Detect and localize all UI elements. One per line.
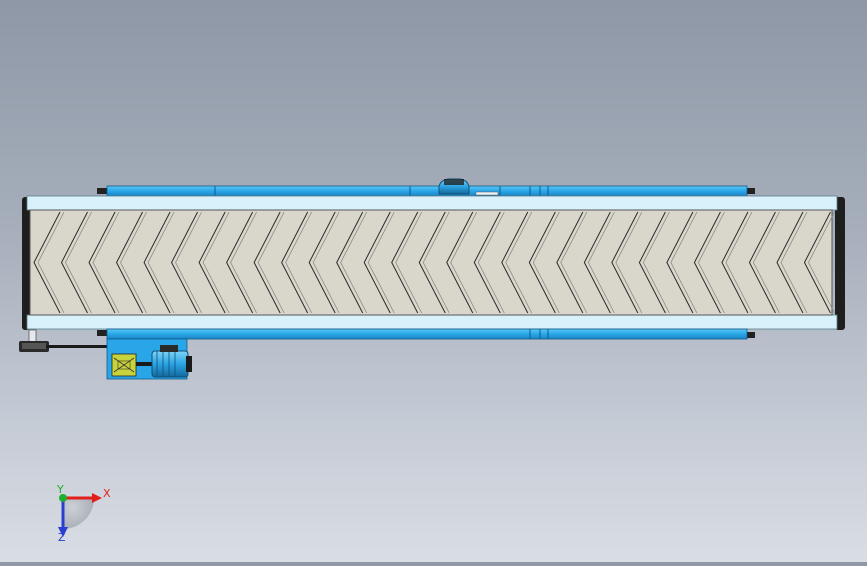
belt-chevron-shadow [477, 211, 505, 314]
electric-motor[interactable] [151, 345, 192, 378]
belt-chevron [803, 211, 831, 314]
belt-chevron [33, 211, 61, 314]
end-rollers[interactable] [22, 197, 845, 330]
belt-chevron [308, 211, 336, 314]
belt-chevron [501, 211, 529, 314]
belt-chevron-shadow [587, 211, 615, 314]
belt-chevron [473, 211, 501, 314]
belt-chevron-shadow [560, 211, 588, 314]
z-axis-label: Z [58, 531, 66, 544]
belt-chevron [171, 211, 199, 314]
belt-chevron [226, 211, 254, 314]
belt-chevron [583, 211, 611, 314]
coordinate-triad: X Y Z [56, 483, 111, 544]
belt-chevron-pattern [33, 211, 835, 314]
lower-side-frame[interactable] [97, 328, 755, 340]
z-axis-arrowhead [58, 527, 68, 537]
belt-chevron [693, 211, 721, 314]
x-axis-label: X [103, 487, 111, 500]
belt-chevron-shadow [450, 211, 478, 314]
belt-chevron-shadow [37, 211, 65, 314]
belt-chevron-shadow [422, 211, 450, 314]
belt-chevron-shadow [312, 211, 340, 314]
belt-chevron [253, 211, 281, 314]
belt-chevron-shadow [92, 211, 120, 314]
belt-chevron [528, 211, 556, 314]
belt-chevron [721, 211, 749, 314]
belt-chevron-shadow [340, 211, 368, 314]
belt-chevron-shadow [230, 211, 257, 314]
belt-chevron-shadow [642, 211, 670, 314]
belt-chevron [115, 211, 143, 314]
belt-chevron [336, 211, 364, 314]
belt-chevron-shadow [780, 211, 808, 314]
belt-chevron-shadow [120, 211, 147, 314]
belt-chevron [143, 211, 171, 314]
upper-side-frame[interactable] [97, 185, 755, 197]
conveyor-belt[interactable] [29, 209, 835, 316]
belt-chevron [88, 211, 116, 314]
belt-chevron-shadow [175, 211, 202, 314]
x-axis-arrowhead [92, 493, 102, 503]
belt-chevron [281, 211, 309, 314]
belt-chevron-shadow [202, 211, 230, 314]
belt-chevron-shadow [697, 211, 725, 314]
belt-chevron-shadow [532, 211, 560, 314]
belt-chevron-shadow [257, 211, 285, 314]
belt-side-rails[interactable] [26, 195, 838, 330]
belt-chevron-shadow [615, 211, 643, 314]
belt-chevron [391, 211, 419, 314]
belt-chevron-shadow [670, 211, 698, 314]
belt-chevron [446, 211, 474, 314]
belt-chevron-shadow [752, 211, 780, 314]
belt-chevron-shadow [65, 211, 92, 314]
y-axis-label: Y [56, 483, 64, 496]
belt-chevron [638, 211, 666, 314]
belt-chevron [60, 211, 88, 314]
belt-chevron-shadow [725, 211, 753, 314]
belt-chevron-shadow [808, 211, 835, 314]
belt-chevron [418, 211, 446, 314]
belt-chevron-shadow [285, 211, 313, 314]
belt-chevron [198, 211, 226, 314]
top-mount-fixture[interactable] [438, 178, 499, 196]
belt-chevron [776, 211, 804, 314]
belt-chevron-shadow [147, 211, 175, 314]
belt-chevron-shadow [505, 211, 533, 314]
belt-chevron [556, 211, 584, 314]
y-axis-dot [59, 494, 67, 502]
belt-chevron [611, 211, 639, 314]
belt-chevron-shadow [395, 211, 423, 314]
belt-chevron [666, 211, 694, 314]
belt-chevron-shadow [367, 211, 395, 314]
belt-chevron [748, 211, 776, 314]
belt-chevron [363, 211, 391, 314]
